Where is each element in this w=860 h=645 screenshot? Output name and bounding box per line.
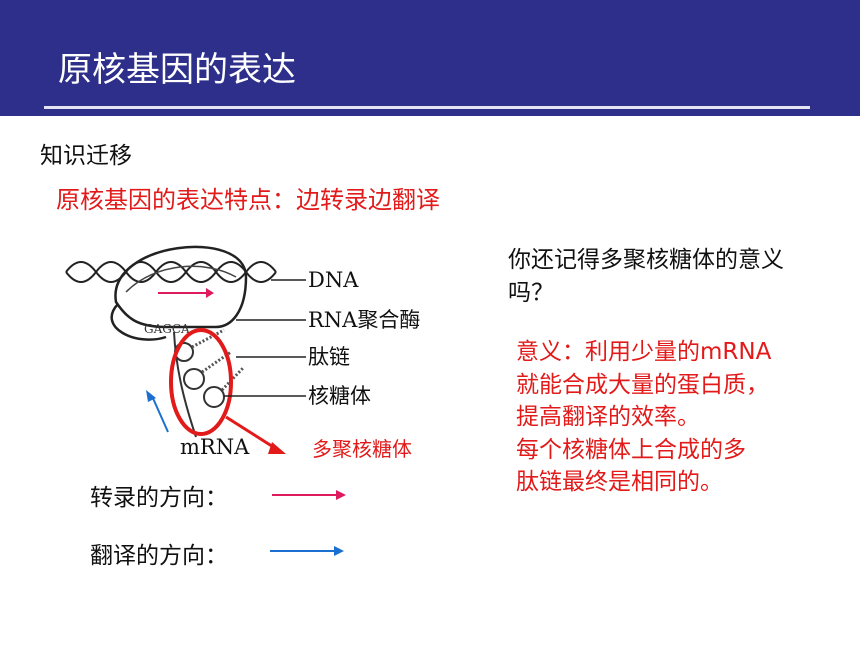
polysome-pointer-head <box>268 442 286 454</box>
label-dna: DNA <box>308 268 359 292</box>
polysome-pointer <box>225 415 279 452</box>
label-peptide: 肽链 <box>308 345 350 369</box>
answer-line: 提高翻译的效率。 <box>516 404 700 430</box>
translation-direction-arrowhead <box>146 390 156 402</box>
transcription-direction-label: 转录的方向： <box>90 485 228 511</box>
answer-line: 意义：利用少量的mRNA <box>516 339 772 365</box>
feature-statement: 原核基因的表达特点：边转录边翻译 <box>56 186 440 214</box>
polymerase-lower <box>110 303 167 341</box>
ribosome <box>183 368 205 390</box>
ribosome <box>203 386 225 408</box>
polysome-diagram: GAGCA DNA RNA聚合酶 肽链 核糖体 mRNA 多聚核糖体 <box>65 245 420 461</box>
template-strand <box>125 265 237 293</box>
translation-direction-label: 翻译的方向： <box>90 543 228 569</box>
label-polysome: 多聚核糖体 <box>312 437 412 461</box>
answer-line: 每个核糖体上合成的多 <box>516 436 746 463</box>
mrna-strand <box>173 331 197 438</box>
polysome-highlight <box>169 328 233 436</box>
peptide-chain <box>220 365 246 392</box>
translation-direction-arrow <box>151 395 169 433</box>
translation-legend-arrow <box>270 546 344 556</box>
label-ribosome: 核糖体 <box>308 384 371 408</box>
sequence-label: GAGCA <box>144 322 190 336</box>
answer-line: 肽链最终是相同的。 <box>516 469 723 495</box>
transcription-direction-arrowhead <box>206 288 214 298</box>
title-bar: 原核基因的表达 <box>0 0 860 116</box>
label-mrna: mRNA <box>180 435 250 459</box>
answer-line: 就能合成大量的蛋白质， <box>516 371 769 398</box>
title-underline <box>44 106 810 109</box>
label-rna-polymerase: RNA聚合酶 <box>308 308 420 332</box>
section-label: 知识迁移 <box>40 143 132 169</box>
question-text: 你还记得多聚核糖体的意义吗？ <box>508 247 784 306</box>
answer-block: 意义：利用少量的mRNA 就能合成大量的蛋白质， 提高翻译的效率。 每个核糖体上… <box>516 336 846 499</box>
rna-polymerase-outline <box>114 245 248 329</box>
dna-strand <box>65 261 277 283</box>
transcription-legend-arrow <box>272 490 346 500</box>
slide-title: 原核基因的表达 <box>58 50 296 90</box>
